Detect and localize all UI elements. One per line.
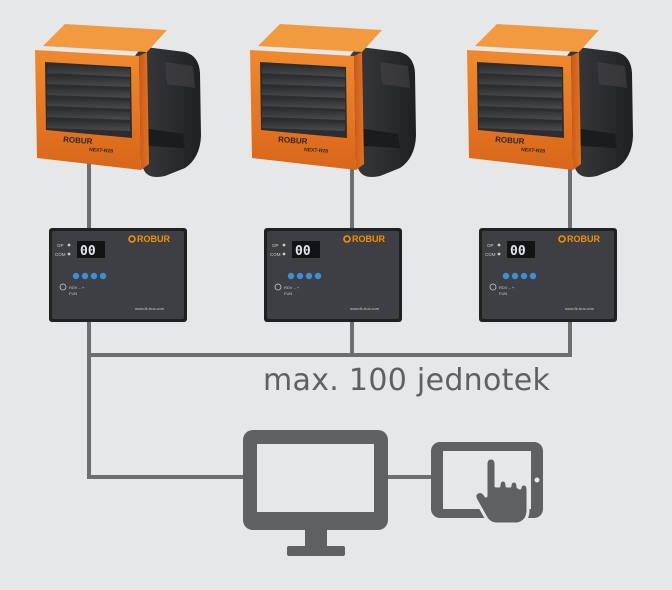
controller-label-com: COM — [55, 252, 66, 257]
heater-model: NEXT-R28 — [304, 147, 328, 155]
unit-count-caption: max. 100 jednotek — [263, 363, 551, 398]
heater-unit-1: ROBUR NEXT-R28 — [35, 24, 201, 177]
controller-brand: ROBUR — [137, 234, 170, 244]
heater-model: NEXT-R28 — [521, 147, 545, 155]
pointing-hand-icon — [473, 456, 530, 526]
controller-key-labels: RDV – + — [284, 285, 300, 290]
controller-key-sublabel: FUN — [499, 291, 507, 296]
controller-key-sublabel: FUN — [284, 291, 292, 296]
heater-brand: ROBUR — [495, 135, 525, 146]
controller-key-labels: RDV – + — [499, 285, 515, 290]
controller-label-op: OP — [272, 243, 279, 248]
controller-brand: ROBUR — [352, 234, 385, 244]
controller-panel-1: ROBUR 00 OP COM RDV – + FUN www.fk-bus.c… — [48, 227, 188, 323]
heater-unit-2: ROBUR NEXT-R28 — [250, 24, 416, 177]
controller-panel-3: ROBUR 00 OP COM RDV – + FUN www.fk-bus.c… — [478, 227, 618, 323]
tablet-touch-icon — [431, 442, 543, 526]
bus-lines — [87, 160, 572, 479]
controller-display: 00 — [80, 244, 96, 259]
controller-label-op: OP — [57, 243, 64, 248]
controller-panel-2: ROBUR 00 OP COM RDV – + FUN www.fk-bus.c… — [263, 227, 403, 323]
controller-key-labels: RDV – + — [69, 285, 85, 290]
controller-key-sublabel: FUN — [69, 291, 77, 296]
controller-web: www.fk-bus.com — [135, 306, 165, 311]
controller-brand: ROBUR — [567, 234, 600, 244]
heater-model: NEXT-R28 — [89, 147, 113, 155]
controller-web: www.fk-bus.com — [350, 306, 380, 311]
computer-monitor-icon — [243, 430, 388, 556]
controller-label-com: COM — [485, 252, 496, 257]
controller-display: 00 — [295, 244, 311, 259]
controller-label-op: OP — [487, 243, 494, 248]
heater-unit-3: ROBUR NEXT-R28 — [467, 24, 633, 177]
heater-brand: ROBUR — [278, 135, 308, 146]
controller-display: 00 — [510, 244, 526, 259]
heater-brand: ROBUR — [63, 135, 93, 146]
controller-web: www.fk-bus.com — [565, 306, 595, 311]
controller-label-com: COM — [270, 252, 281, 257]
